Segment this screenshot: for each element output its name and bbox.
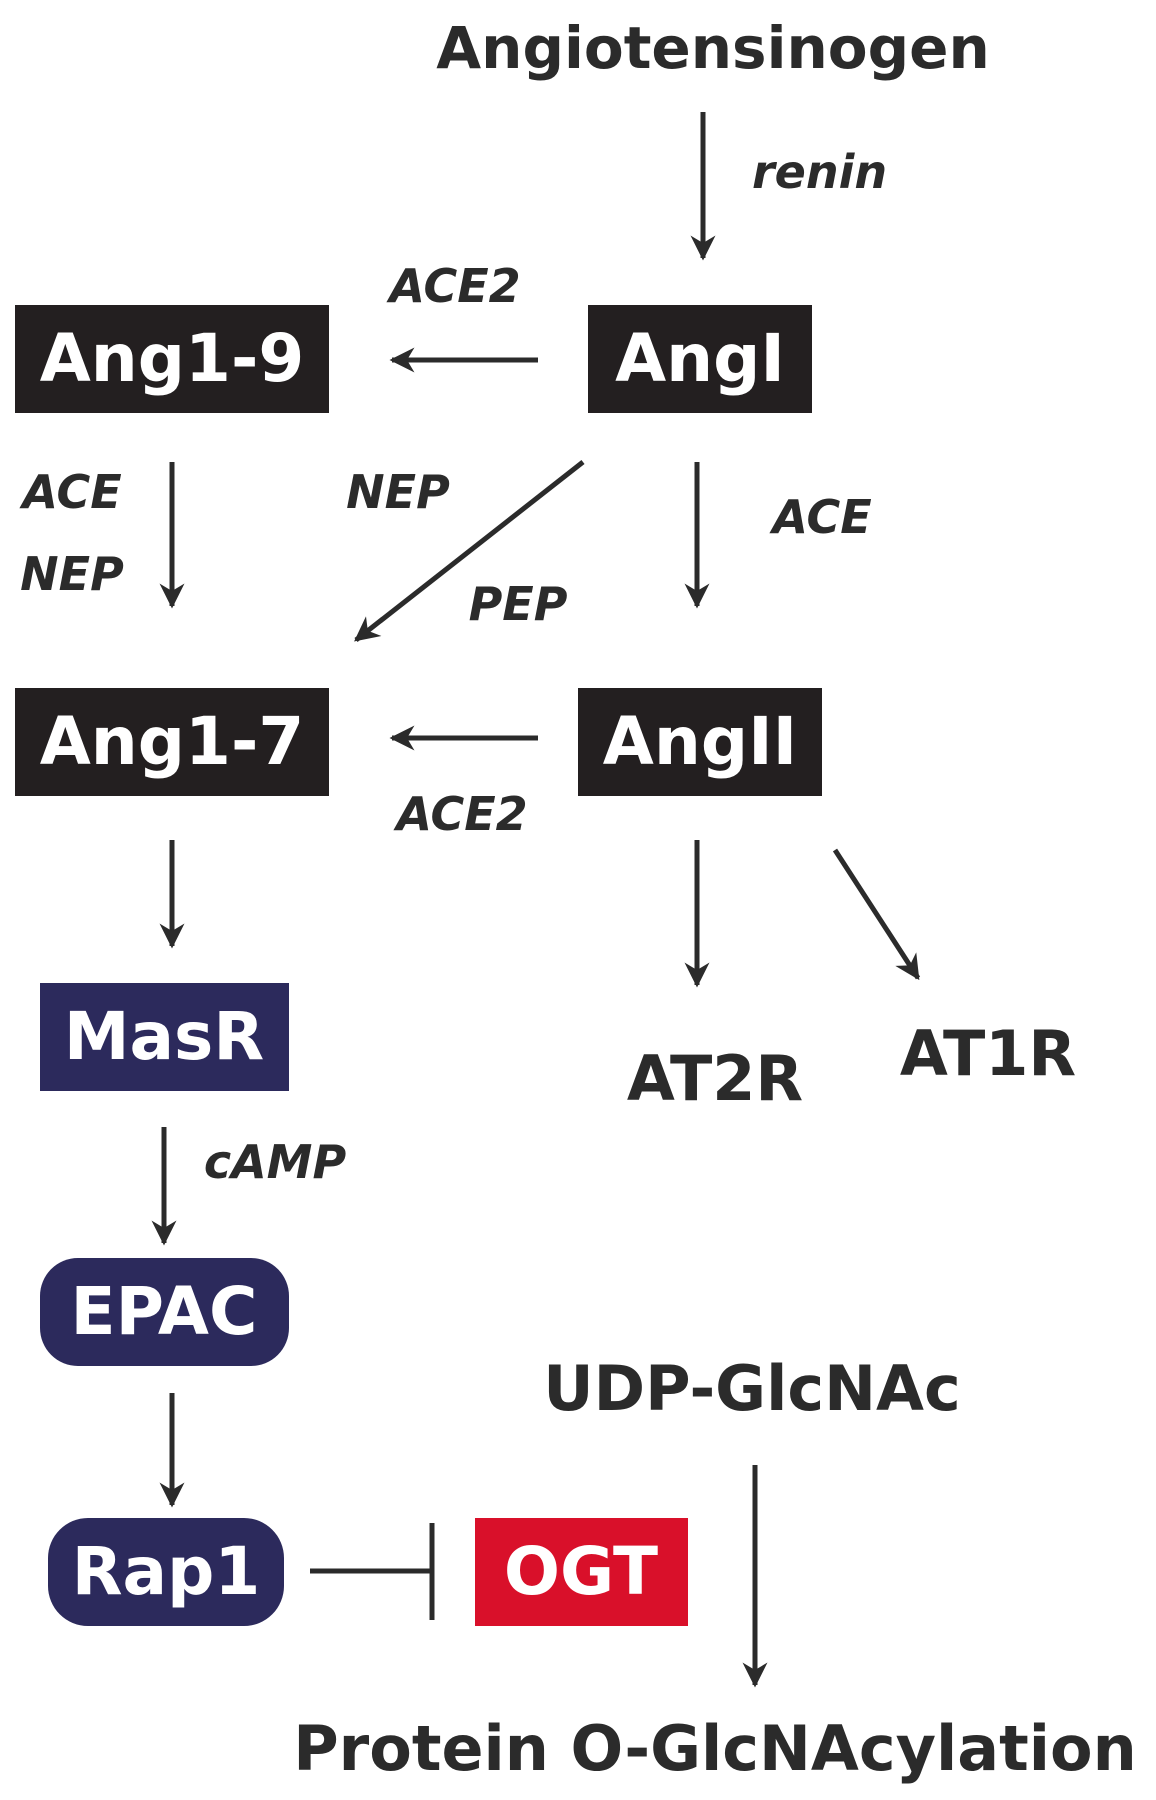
ang1-7-label: Ang1-7	[40, 703, 305, 780]
angi-label: AngI	[615, 320, 785, 397]
udp-glcnac-label: UDP-GlcNAc	[543, 1352, 960, 1425]
rap1-box	[48, 1518, 284, 1626]
enzyme-camp: cAMP	[204, 1135, 347, 1189]
arrow-angi-to-ang1-7	[354, 460, 585, 642]
enzyme-ace-left: ACE	[19, 465, 121, 519]
enzyme-pep-diagonal: PEP	[469, 577, 568, 631]
enzyme-ace2-bottom: ACE2	[393, 787, 527, 841]
enzyme-renin: renin	[752, 145, 887, 199]
angii-label: AngII	[603, 703, 797, 780]
enzyme-ace-right: ACE	[769, 490, 871, 544]
epac-box	[40, 1258, 289, 1366]
rap1-label: Rap1	[72, 1533, 261, 1610]
masr-box	[40, 983, 289, 1091]
angi-box	[588, 305, 812, 413]
ang1-9-label: Ang1-9	[40, 320, 305, 397]
epac-label: EPAC	[71, 1273, 258, 1350]
ogt-label: OGT	[504, 1533, 658, 1610]
angiotensinogen-label: Angiotensinogen	[436, 14, 989, 82]
angii-box	[578, 688, 822, 796]
arrow-angii-to-at1r	[832, 848, 921, 981]
ang1-7-box	[15, 688, 329, 796]
protein-o-glcnacylation-label: Protein O-GlcNAcylation	[293, 1712, 1137, 1785]
at1r-label: AT1R	[900, 1017, 1076, 1090]
enzyme-nep-left: NEP	[20, 547, 124, 601]
enzyme-ace2-top: ACE2	[386, 259, 520, 313]
ogt-box	[475, 1518, 688, 1626]
masr-label: MasR	[64, 998, 264, 1075]
ang1-9-box	[15, 305, 329, 413]
at2r-label: AT2R	[627, 1042, 803, 1115]
enzyme-nep-diagonal: NEP	[346, 465, 450, 519]
